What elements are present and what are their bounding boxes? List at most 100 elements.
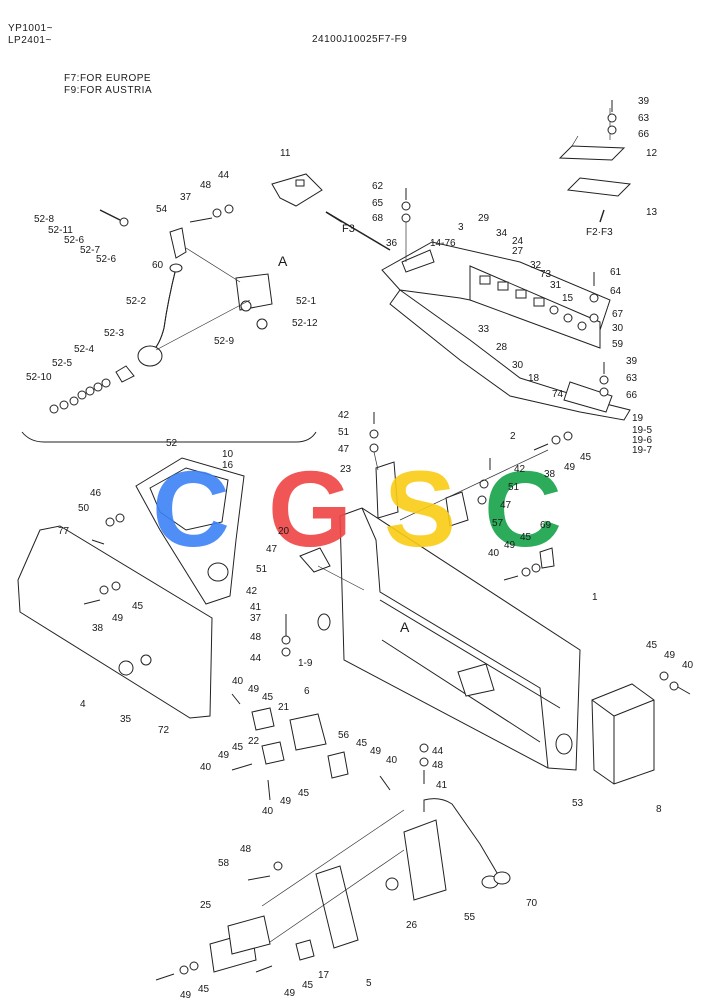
callout-label: 46 <box>90 488 102 499</box>
callout-label: 49 <box>284 988 296 999</box>
bracket-A <box>457 663 495 697</box>
washer-67 <box>589 313 599 323</box>
callout-label: 45 <box>132 601 144 612</box>
callout-label: 52-11 <box>48 225 73 236</box>
callout-label: 56 <box>338 730 350 741</box>
callout-label: 19-6 <box>632 435 652 446</box>
washer-49m <box>521 567 531 577</box>
callout-label: 52-5 <box>52 358 72 369</box>
switch-4 <box>533 297 545 307</box>
clip-60 <box>169 263 183 273</box>
callout-label: 51 <box>508 482 520 493</box>
callout-label: 48 <box>200 180 212 191</box>
leader-20 <box>317 565 365 591</box>
callout-label: 22 <box>248 736 260 747</box>
callout-label: 5 <box>366 978 372 989</box>
header: YP1001~ LP2401~ 24100J10025F7-F9 F7:FOR … <box>8 23 407 96</box>
callout-label: 32 <box>530 260 542 271</box>
model-line-2: LP2401~ <box>8 35 52 46</box>
callout-label: 33 <box>478 324 490 335</box>
callout-label: F3 <box>342 223 355 235</box>
bracket-17 <box>295 939 315 961</box>
callout-label: 39 <box>626 356 638 367</box>
frame-inner-edge <box>361 507 549 769</box>
callout-label: 3 <box>458 222 464 233</box>
nut-46 <box>115 513 125 523</box>
washer-66b <box>599 387 609 397</box>
callout-label: 40 <box>232 676 244 687</box>
box-53-body <box>591 683 655 785</box>
callout-label: 16 <box>222 460 234 471</box>
line-art <box>17 100 691 981</box>
callout-label: 17 <box>318 970 330 981</box>
display-screen <box>149 467 229 531</box>
display-unit-10 <box>135 457 245 605</box>
callout-label: 14-76 <box>430 238 456 249</box>
washer-44c <box>419 743 429 753</box>
leader-38 <box>399 449 549 521</box>
bolt-77 <box>91 539 105 545</box>
callout-label: 72 <box>158 725 170 736</box>
callout-label: 19 <box>632 413 644 424</box>
cover-plate-4 <box>17 513 213 719</box>
callout-label: 52-3 <box>104 328 124 339</box>
callout-label: 18 <box>528 373 540 384</box>
bracket-6 <box>289 713 327 751</box>
nut-52-12 <box>256 318 268 330</box>
washer-52-10 <box>49 404 59 414</box>
callout-label: 45 <box>356 738 368 749</box>
callout-label: 45 <box>580 452 592 463</box>
callout-label: 27 <box>512 246 524 257</box>
callout-label: 52-4 <box>74 344 94 355</box>
callout-label: 49 <box>664 650 676 661</box>
callout-label: 65 <box>372 198 384 209</box>
knob-15b <box>563 313 573 323</box>
spacer-52-3 <box>115 365 135 383</box>
relay-25b <box>227 915 271 955</box>
washer-52-4b <box>85 386 95 396</box>
callout-label: 49 <box>180 990 192 1000</box>
plate-19 <box>563 381 613 413</box>
bolt-40b <box>267 779 271 801</box>
callout-label: 49 <box>564 462 576 473</box>
callout-label: 47 <box>500 500 512 511</box>
nut-44a <box>224 204 234 214</box>
box-53 <box>591 683 655 785</box>
callout-label: 45 <box>198 984 210 995</box>
callout-label: 52-1 <box>296 296 316 307</box>
clip-26 <box>385 877 399 891</box>
callout-label: 1-9 <box>298 658 313 669</box>
washer-48b <box>281 635 291 645</box>
callout-label: A <box>400 619 410 635</box>
bolt-bottom-left <box>155 973 175 981</box>
callout-label: 50 <box>78 503 90 514</box>
display-knob <box>207 562 229 582</box>
plate-12 <box>558 145 626 161</box>
callout-label: 68 <box>372 213 384 224</box>
callout-label: 48 <box>250 632 262 643</box>
washer-45c <box>563 431 573 441</box>
callout-label: 44 <box>432 746 444 757</box>
bolt-38c <box>533 443 549 451</box>
watermark-letter-c2: C <box>484 448 562 569</box>
callout-label: 49 <box>280 796 292 807</box>
callout-label: 49 <box>248 684 260 695</box>
bolt-58 <box>247 875 271 881</box>
bracket-21 <box>251 707 275 731</box>
callout-label: 41 <box>436 780 448 791</box>
callout-label: 48 <box>240 844 252 855</box>
callout-label: 69 <box>540 520 552 531</box>
callout-label: 1 <box>592 592 598 603</box>
callout-label: 52-2 <box>126 296 146 307</box>
bracket-22 <box>261 741 285 765</box>
callout-label: 34 <box>496 228 508 239</box>
callout-label: 54 <box>156 204 168 215</box>
leader-lever <box>185 247 241 283</box>
washer-66a <box>607 125 617 135</box>
callout-label: 40 <box>488 548 500 559</box>
bracket-5 <box>315 865 359 949</box>
switch-1 <box>479 275 491 285</box>
cover-11-slot <box>295 179 305 187</box>
callout-label: 48 <box>432 760 444 771</box>
washer-52-4c <box>93 382 103 392</box>
